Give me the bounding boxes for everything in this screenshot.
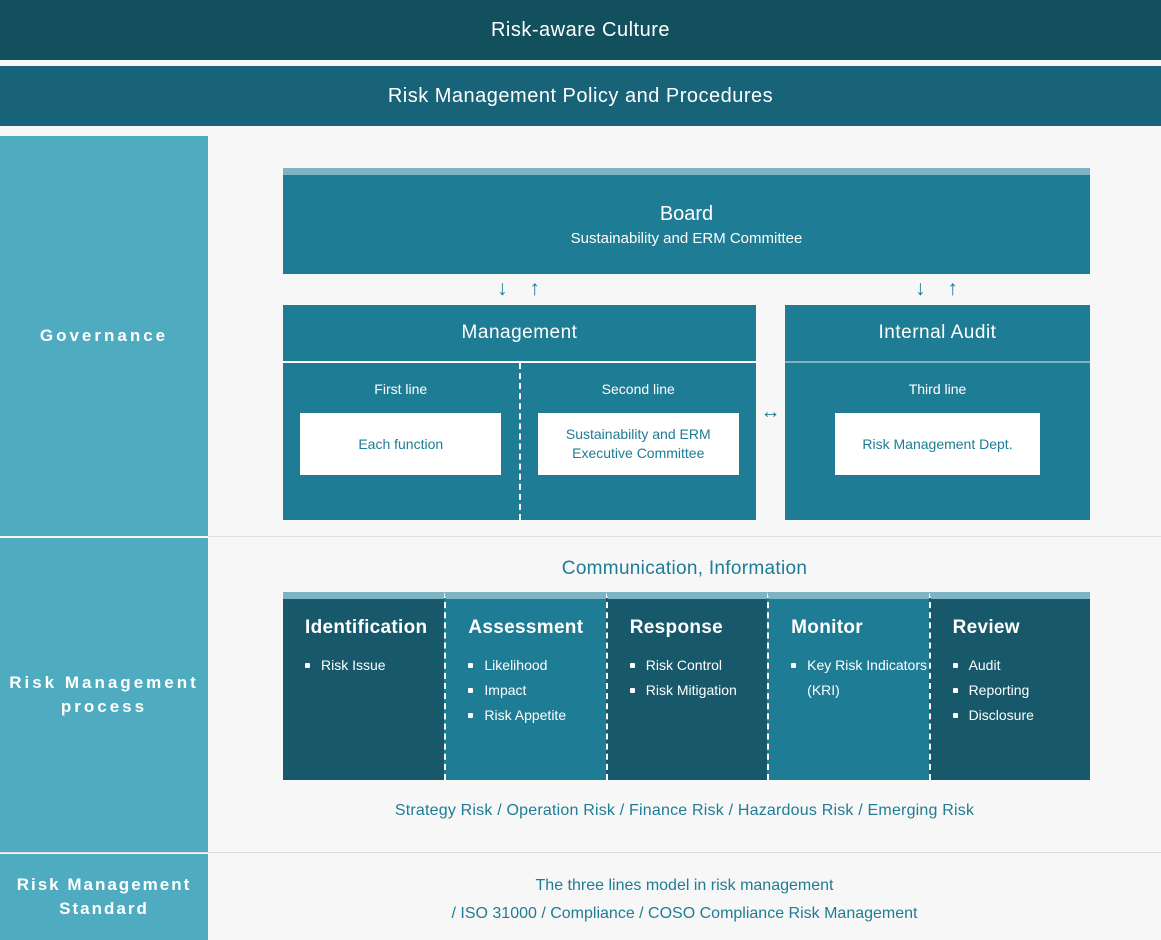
board-box: Board Sustainability and ERM Committee — [283, 168, 1090, 274]
process-item: Risk Issue — [305, 653, 444, 678]
process-item: Key Risk Indicators (KRI) — [791, 653, 928, 703]
process-item: Risk Control — [629, 653, 767, 678]
process-item-list: Key Risk Indicators (KRI) — [791, 653, 928, 703]
risk-standard-line1: The three lines model in risk management — [535, 877, 834, 894]
third-line-column: Third line Risk Management Dept. — [785, 363, 1090, 520]
third-line-label: Third line — [908, 381, 967, 397]
first-line-card: Each function — [300, 413, 502, 475]
process-item: Likelihood — [468, 653, 605, 678]
process-item: Risk Appetite — [468, 703, 605, 728]
process-column-title: Assessment — [468, 617, 584, 638]
process-column-title: Identification — [305, 617, 428, 638]
third-line-card: Risk Management Dept. — [835, 413, 1040, 475]
risk-types-label: Strategy Risk / Operation Risk / Finance… — [394, 802, 975, 819]
section-divider-governance-process — [208, 536, 1161, 537]
banner-policy-label: Risk Management Policy and Procedures — [387, 84, 774, 107]
risk-standard-line2: / ISO 31000 / Compliance / COSO Complian… — [451, 905, 918, 922]
process-column-title: Monitor — [791, 617, 863, 638]
process-item: Impact — [468, 678, 605, 703]
process-item: Audit — [952, 653, 1090, 678]
rail-section-risk-management-process: Risk Management process — [0, 538, 208, 852]
process-column-title: Review — [952, 617, 1020, 638]
board-title: Board — [659, 202, 714, 225]
process-item: Reporting — [952, 678, 1090, 703]
process-item: Disclosure — [952, 703, 1090, 728]
process-column-title: Response — [629, 617, 723, 638]
management-audit-link: ↔ — [756, 305, 785, 520]
internal-audit-title: Internal Audit — [785, 305, 1090, 363]
rail-standard-label: Risk Management Standard — [16, 875, 192, 918]
rail-governance-label: Governance — [39, 326, 169, 345]
second-line-label: Second line — [601, 381, 675, 397]
banner-culture-label: Risk-aware Culture — [490, 18, 671, 41]
second-line-card: Sustainability and ERM Executive Committ… — [537, 413, 739, 475]
second-line-column: Second line Sustainability and ERM Execu… — [518, 363, 757, 520]
internal-audit-box: Internal Audit Third line Risk Managemen… — [785, 305, 1090, 520]
rail-section-governance: Governance — [0, 136, 208, 536]
board-subtitle: Sustainability and ERM Committee — [570, 229, 803, 247]
left-right-arrow-icon: ↔ — [760, 401, 781, 423]
process-item-list: Risk Issue — [305, 653, 444, 678]
rail-section-risk-management-standard: Risk Management Standard — [0, 854, 208, 940]
management-title: Management — [283, 305, 756, 363]
banner-risk-aware-culture: Risk-aware Culture — [0, 0, 1161, 60]
communication-information-title: Communication, Information — [561, 558, 808, 579]
rail-process-label: Risk Management process — [9, 673, 199, 716]
first-line-column: First line Each function — [283, 363, 519, 520]
updown-arrows-icon-left: ↓ ↑ — [497, 277, 548, 300]
banner-risk-management-policy: Risk Management Policy and Procedures — [0, 66, 1161, 126]
risk-standard-text: The three lines model in risk management… — [208, 872, 1161, 928]
first-line-label: First line — [374, 381, 428, 397]
section-divider-process-standard — [0, 852, 1161, 853]
process-item: Risk Mitigation — [629, 678, 767, 703]
management-box: Management First line Each function Seco… — [283, 305, 756, 520]
updown-arrows-icon-right: ↓ ↑ — [915, 277, 966, 300]
